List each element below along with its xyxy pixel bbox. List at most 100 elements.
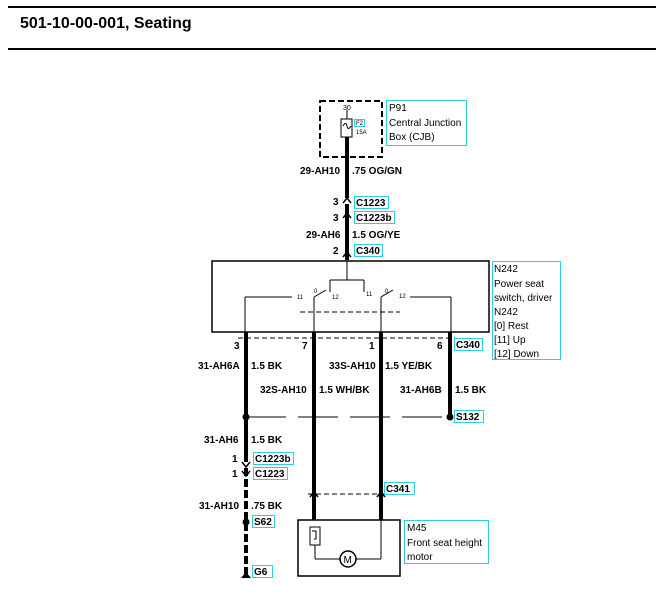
contact-label-5: 0 [385,289,389,295]
s132-label: S132 [456,412,480,423]
motor-id: M45 [407,523,427,534]
contact-label-6: 12 [399,294,406,300]
wire-top-spec: .75 OG/GN [352,166,402,177]
wire-31-ah6-circuit: 31-AH6 [204,435,239,446]
switch-state-up: [11] Up [494,335,526,346]
c1223-top-label: C1223 [356,198,386,209]
connector-c1223-bottom-symbol [241,470,251,478]
c1223-bottom-box [253,467,288,480]
wire-mid-spec: 1.5 OG/YE [352,230,401,241]
contact-right-blade [380,289,394,298]
switch-state-rest: [0] Rest [494,321,529,332]
wire-31-ah6b-circuit: 31-AH6B [400,385,442,396]
connector-c1223b-bottom-symbol [241,461,251,469]
c340-top-label: C340 [356,246,380,257]
wire-32s-spec: 1.5 WH/BK [319,385,370,396]
fuse-id-box [354,119,365,127]
s132-box [454,410,484,423]
header-bottom-rule [8,48,656,50]
fuse-id: F2 [356,121,364,127]
c341-label: C341 [386,484,410,495]
splice-s132-dot [446,413,454,421]
c340-top-pin: 2 [333,246,339,257]
c340-top-box [354,244,383,257]
wire-31-ah6b-spec: 1.5 BK [455,385,487,396]
c1223b-top-label: C1223b [356,213,392,224]
c341-box [384,482,415,495]
fuse-icon [342,123,352,129]
wire-31-ah6a-circuit: 31-AH6A [198,361,240,372]
c1223b-bottom-box [253,452,294,465]
splice-s62-dot [242,518,250,526]
fuse-rating: 15A [356,130,367,136]
c1223b-top-box [354,211,395,224]
cjb-component: 30 F2 15A P91 Central Junction Box (CJB) [319,100,467,158]
c1223b-top-pin: 3 [333,213,339,224]
contact-label-4: 11 [366,292,373,298]
switch-box [211,260,490,333]
connector-c340-symbol [342,250,352,258]
switch-id: N242 [494,264,518,275]
thermal-protector-symbol [309,526,321,546]
motor-component: M [297,519,401,577]
switch-legend-id: N242 [494,307,518,318]
header-top-rule [8,6,656,8]
motor-symbol: M [344,555,352,566]
wire-mid-circuit: 29-AH6 [306,230,341,241]
c1223b-bottom-label: C1223b [255,454,291,465]
switch-state-down: [12] Down [494,349,539,360]
wire-top-circuit: 29-AH10 [300,166,340,177]
g6-label: G6 [254,567,268,578]
switch-name-line2: switch, driver [494,293,553,304]
page-header: 501-10-00-001, Seating [0,0,664,52]
pin-1: 1 [369,341,375,352]
s62-box [252,515,275,528]
motor-label-box [404,520,489,564]
cjb-box [319,100,383,158]
pin-3: 3 [234,341,240,352]
wire-31-ah10-spec: .75 BK [251,501,283,512]
cjb-name-line2: Box (CJB) [389,132,435,143]
wire-31-ah6-spec: 1.5 BK [251,435,283,446]
output-wires [241,332,454,578]
pin-7: 7 [302,341,308,352]
c1223-bottom-pin: 1 [232,469,238,480]
c1223b-bottom-pin: 1 [232,454,238,465]
c340-bottom-box [454,338,483,351]
switch-label-box [492,261,561,360]
contact-label-2: 0 [314,289,318,295]
cjb-id: P91 [389,103,407,114]
wire-33s-spec: 1.5 YE/BK [385,361,433,372]
contact-label-3: 12 [332,295,339,301]
cjb-pin: 30 [343,105,351,112]
feed-wire [342,110,352,260]
wire-33s-circuit: 33S-AH10 [329,361,376,372]
motor-name-line1: Front seat height [407,538,482,549]
thermal-protector-icon [312,530,317,540]
cjb-label-box [386,100,467,146]
wire-31-ah10-circuit: 31-AH10 [199,501,239,512]
g6-box [252,565,273,578]
fuse-symbol [340,118,353,138]
c1223-top-box [354,196,389,209]
switch-component: 11 0 12 11 0 12 [211,260,490,333]
wire-31-ah6a-spec: 1.5 BK [251,361,283,372]
connector-c1223b-symbol [342,211,352,219]
cjb-name-line1: Central Junction [389,118,461,129]
page-title: 501-10-00-001, Seating [20,15,192,32]
c1223-top-pin: 3 [333,197,339,208]
contact-left-blade [313,289,327,298]
s62-label: S62 [254,517,272,528]
ground-g6-icon [241,572,251,578]
c340-bottom-label: C340 [456,340,480,351]
motor-name-line2: motor [407,552,433,563]
switch-name-line1: Power seat [494,279,544,290]
pin-6: 6 [437,341,443,352]
motor-box [297,519,401,577]
wire-32s-circuit: 32S-AH10 [260,385,307,396]
c341-right-symbol [376,490,386,498]
c341-left-symbol [309,490,319,498]
splice-dot-left [242,413,250,421]
contact-label-1: 11 [297,295,304,301]
